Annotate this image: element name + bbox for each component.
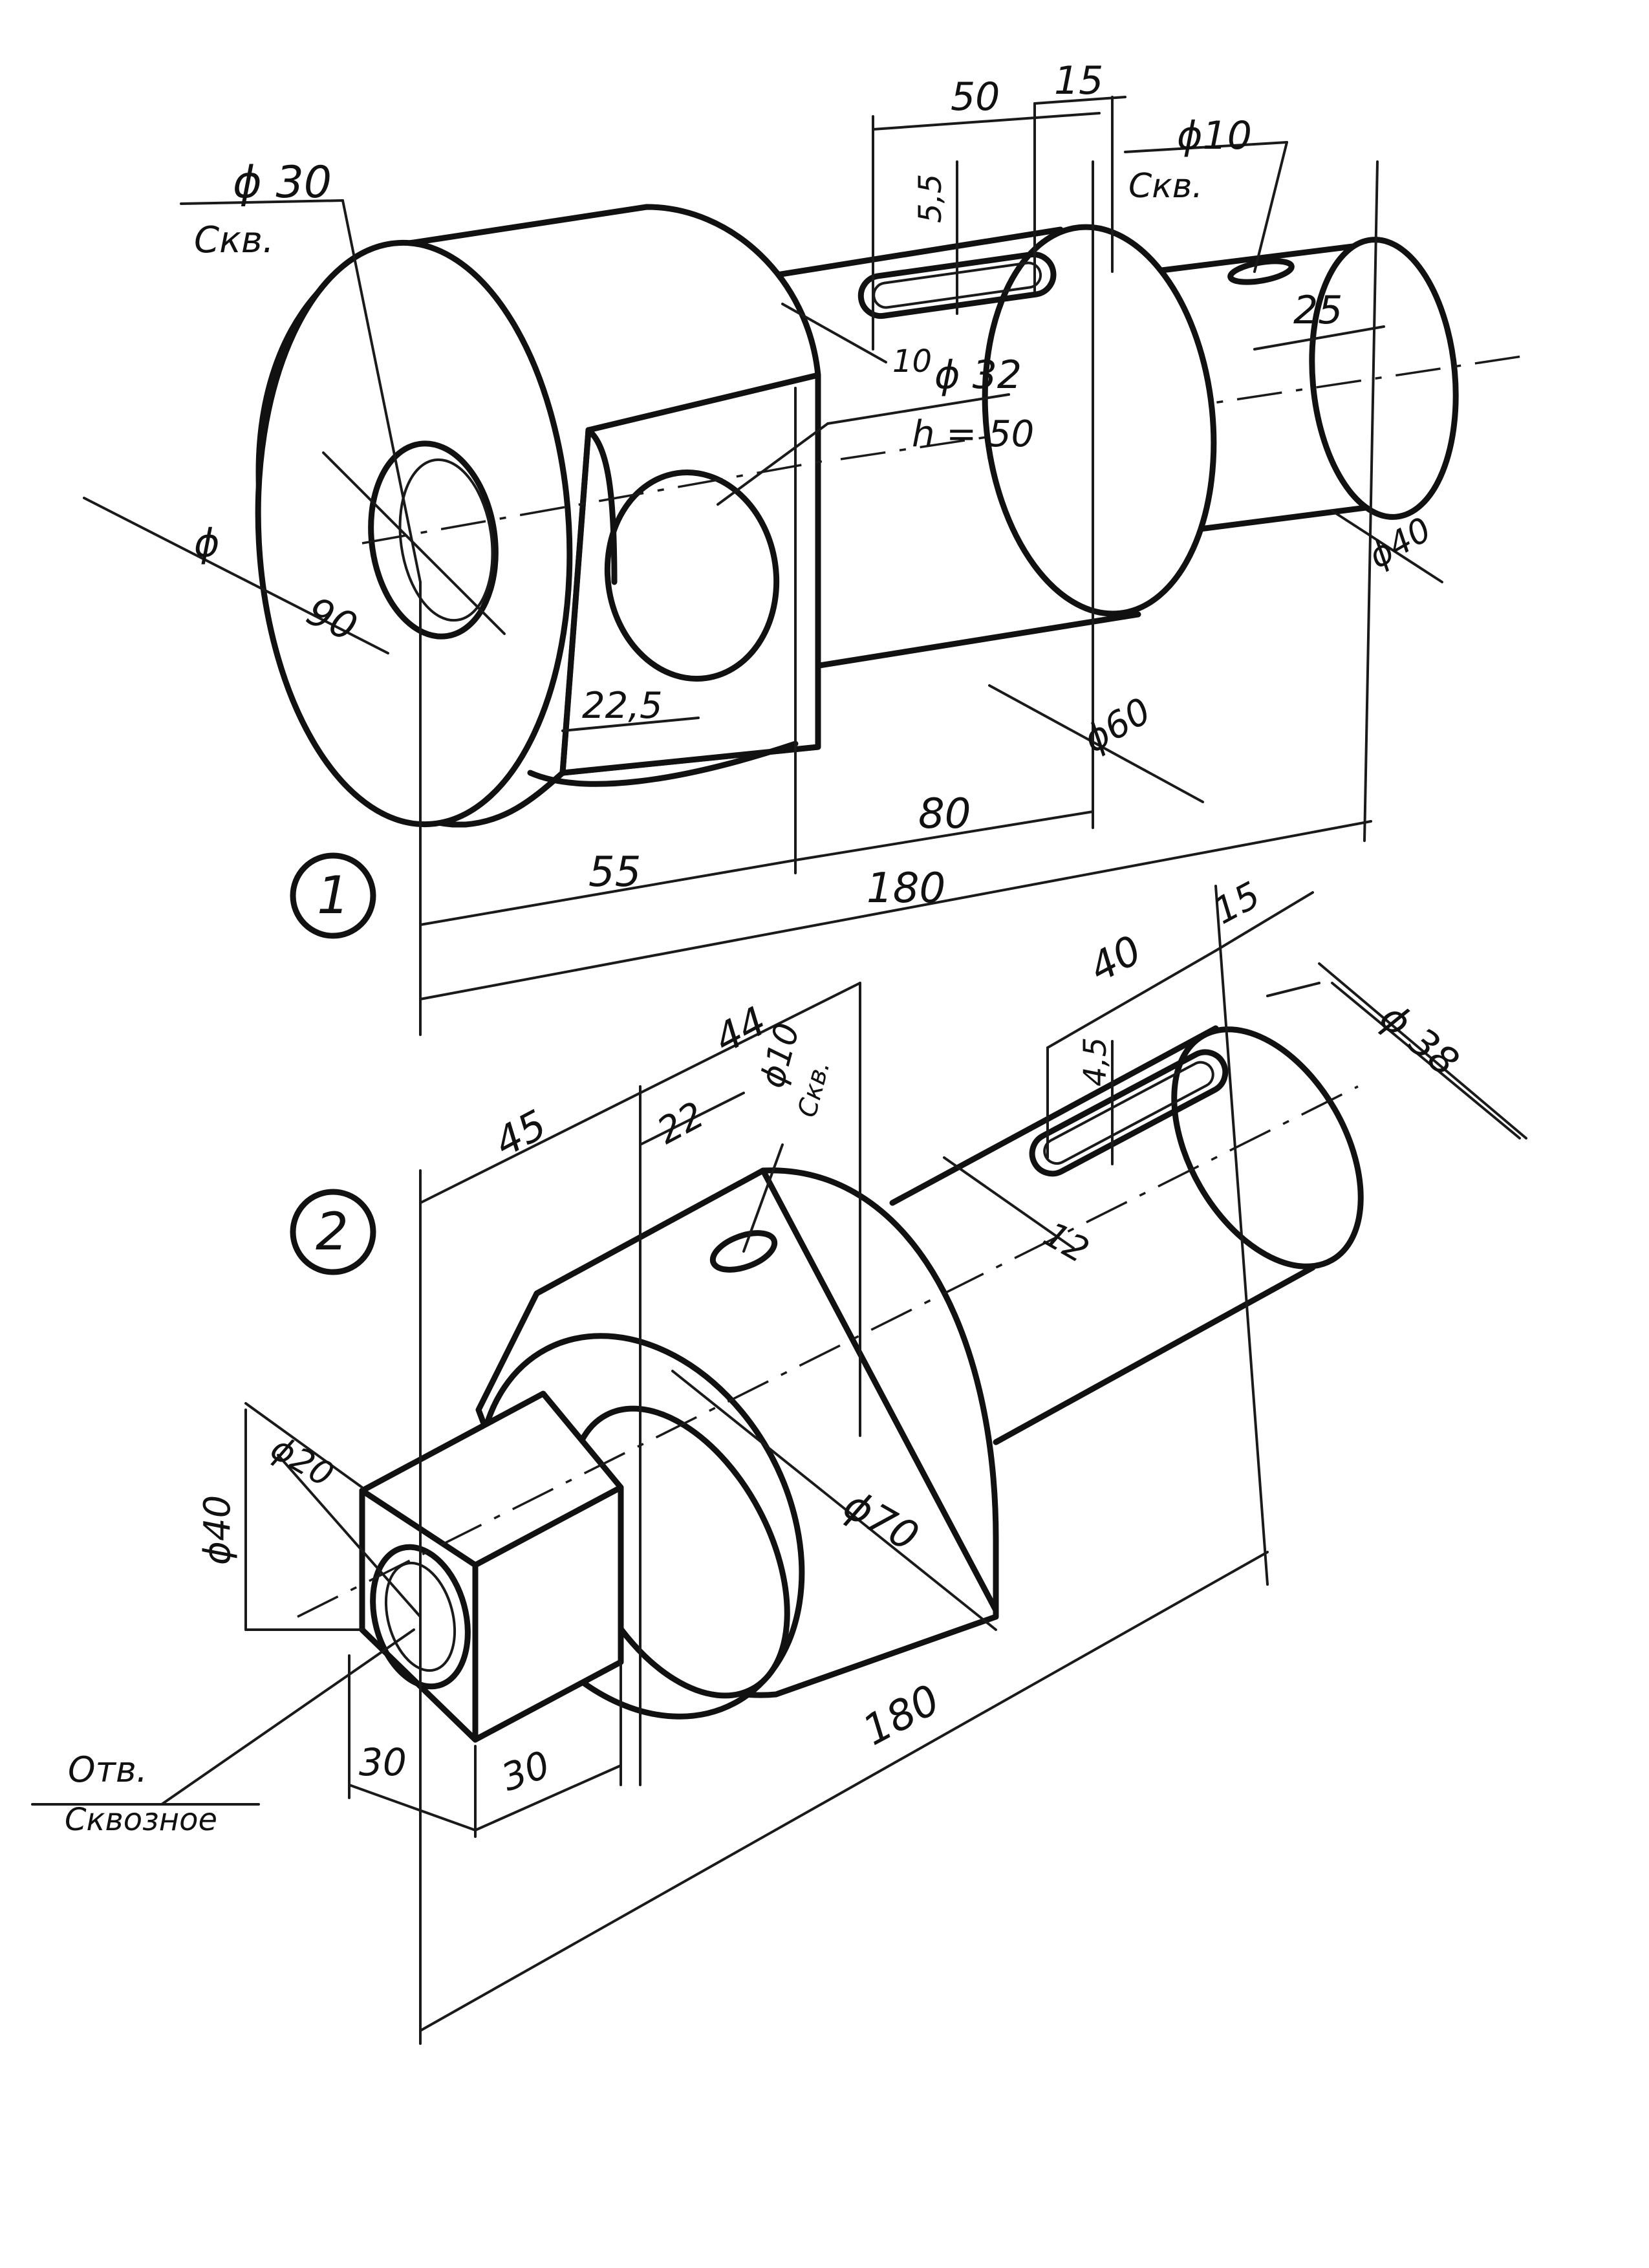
- part1-main-disc: [255, 204, 821, 828]
- p1-slot-depth: 5,5: [912, 174, 949, 223]
- p2-note-line1: Отв.: [68, 1749, 147, 1790]
- part2-keyway-slot: [1029, 1049, 1229, 1177]
- p1-hole-diameter: ϕ 30: [233, 157, 332, 208]
- p1-small-hole-diameter: ϕ10: [1177, 113, 1252, 158]
- part1-dimension-lines: [83, 96, 1443, 1000]
- part2-number-circle: [290, 1189, 376, 1275]
- p1-shaft-end-length: 25: [1293, 288, 1342, 333]
- part1-number: 1: [317, 865, 350, 925]
- p2-end-diameter: ϕ 38: [1371, 995, 1467, 1085]
- p1-top-slot-offset: 15: [1054, 58, 1103, 103]
- part1-small-hole: [1227, 258, 1295, 285]
- part2-through-hole: [370, 1544, 471, 1690]
- p1-keyway-width: 10: [892, 343, 932, 380]
- part2-small-hole: [709, 1230, 778, 1273]
- p1-bore-diameter: ϕ 32: [934, 352, 1022, 398]
- p2-hole-bore: ϕ20: [264, 1429, 340, 1495]
- p2-len-45: 45: [487, 1101, 554, 1166]
- part1-bore-hole: [368, 440, 499, 640]
- p2-hole-note: Скв.: [792, 1057, 835, 1120]
- part2-number: 2: [316, 1202, 349, 1262]
- p1-center-symbol: ϕ: [194, 521, 220, 566]
- p2-slot-length: 40: [1082, 926, 1149, 991]
- part-2-drawing: 2 40 15 ϕ 38 4,5 12 45 44 22 ϕ10 Скв. ϕ7…: [31, 874, 1527, 2045]
- p1-flat-offset: 22,5: [582, 685, 663, 727]
- p1-small-hole-note: Скв.: [1128, 167, 1203, 206]
- p2-note-line2: Сквозное: [65, 1802, 217, 1838]
- p1-shaft-diameter: ϕ60: [1077, 690, 1158, 761]
- part-1-drawing: 1 ϕ 30 Скв. 50 15 5,5 ϕ10 Скв. 25 10 ϕ 3…: [83, 58, 1527, 1036]
- p2-len-180: 180: [856, 1676, 948, 1755]
- part2-shaft-end: [889, 1025, 1364, 1445]
- p2-len-22: 22: [651, 1094, 711, 1153]
- p1-len-180: 180: [867, 865, 945, 913]
- part2-dimension-lines: [31, 891, 1521, 2032]
- p1-end-diameter: ϕ40: [1363, 510, 1438, 576]
- p1-len-55: 55: [588, 848, 641, 896]
- part1-number-circle: [290, 852, 376, 939]
- part1-side-bore: [604, 470, 780, 682]
- p2-slot-depth: 4,5: [1077, 1037, 1114, 1086]
- p1-len-80: 80: [918, 790, 971, 838]
- p1-top-slot-length: 50: [951, 74, 1000, 120]
- p2-len-30-b: 30: [496, 1742, 556, 1800]
- p2-len-30-a: 30: [359, 1740, 407, 1784]
- p2-square-size: ϕ40: [197, 1495, 239, 1565]
- part1-keyway-slot: [857, 251, 1057, 319]
- p1-bore-depth: h = 50: [912, 413, 1034, 455]
- p1-hole-note: Скв.: [194, 219, 274, 261]
